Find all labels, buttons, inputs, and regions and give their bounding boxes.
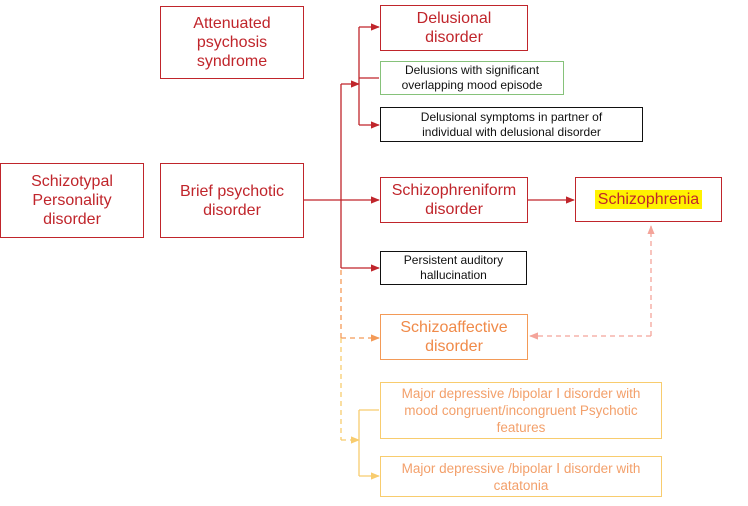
node-mdd-psychotic: Major depressive /bipolar Ⅰ disorder wit… xyxy=(380,382,662,439)
node-delusional-label: Delusional disorder xyxy=(416,10,492,46)
node-attenuated-label: Attenuated psychosis syndrome xyxy=(193,15,271,70)
node-delusional-partner-label: Delusional symptoms in partner of indivi… xyxy=(420,109,603,139)
node-attenuated: Attenuated psychosis syndrome xyxy=(160,6,304,79)
node-schizoaffective: Schizoaffective disorder xyxy=(380,314,528,360)
node-mdd-catatonia: Major depressive /bipolar Ⅰ disorder wit… xyxy=(380,456,662,497)
node-brief-label: Brief psychotic disorder xyxy=(179,182,285,219)
node-schizotypal: Schizotypal Personality disorder xyxy=(0,163,144,238)
node-schizophreniform-label: Schizophreniform disorder xyxy=(391,182,517,218)
node-schizotypal-label: Schizotypal Personality disorder xyxy=(31,173,113,228)
node-schizophreniform: Schizophreniform disorder xyxy=(380,177,528,223)
node-auditory: Persistent auditory hallucination xyxy=(380,251,527,285)
node-schizoaffective-label: Schizoaffective disorder xyxy=(400,319,508,355)
node-mdd-catatonia-label: Major depressive /bipolar Ⅰ disorder wit… xyxy=(401,460,641,493)
node-brief: Brief psychotic disorder xyxy=(160,163,304,238)
node-delusional-partner: Delusional symptoms in partner of indivi… xyxy=(380,107,643,142)
node-delusions-mood: Delusions with significant overlapping m… xyxy=(380,61,564,95)
node-auditory-label: Persistent auditory hallucination xyxy=(403,253,504,282)
node-mdd-psychotic-label: Major depressive /bipolar Ⅰ disorder wit… xyxy=(401,386,641,435)
node-schizophrenia-label: Schizophrenia xyxy=(594,190,703,209)
node-delusional: Delusional disorder xyxy=(380,5,528,51)
node-delusions-mood-label: Delusions with significant overlapping m… xyxy=(401,63,543,92)
node-schizophrenia: Schizophrenia xyxy=(575,177,722,222)
